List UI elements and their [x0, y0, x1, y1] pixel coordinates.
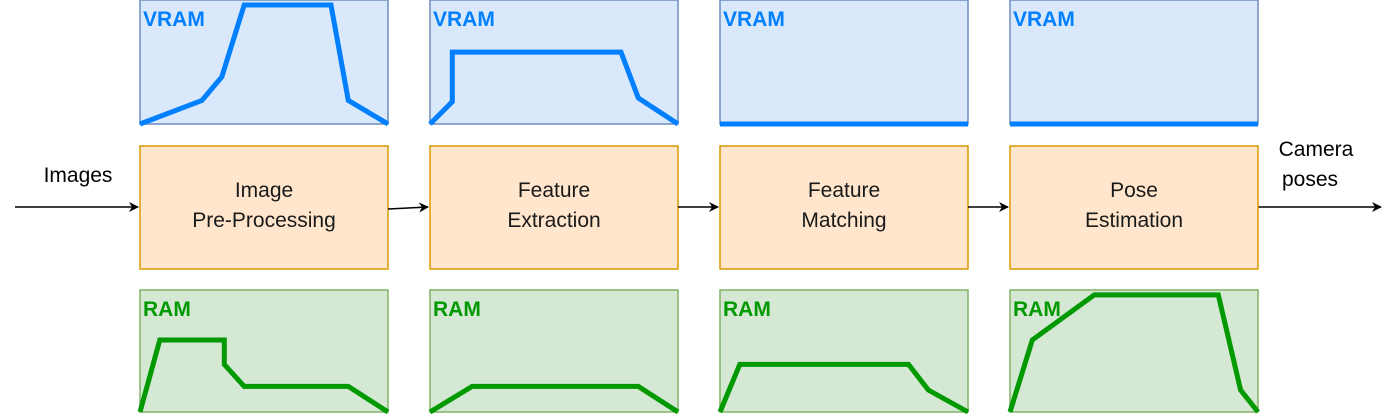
vram-label: VRAM [723, 8, 785, 31]
stage-label-line: Feature [518, 179, 590, 202]
stage-label-line: Estimation [1085, 209, 1183, 232]
vram-label: VRAM [1013, 8, 1075, 31]
vram-panel [139, 0, 389, 125]
vram-label: VRAM [433, 8, 495, 31]
vram-usage-line [139, 2, 390, 127]
stage-box [1009, 145, 1259, 270]
stage-connector-arrow [387, 202, 429, 213]
vram-usage-line [428, 49, 680, 127]
stage-label-line: Extraction [507, 209, 600, 232]
ram-label: RAM [433, 298, 481, 321]
ram-panel [139, 289, 389, 413]
stage-label-line: Image [235, 179, 293, 202]
stage-label-line: Feature [808, 179, 880, 202]
stage-box [429, 145, 679, 270]
stage-box [719, 145, 969, 270]
vram-panel [429, 0, 679, 125]
ram-usage-line [717, 361, 970, 415]
vram-panel [719, 0, 969, 125]
output-label-line-2: poses [1282, 168, 1338, 191]
stage-label-line: Pre-Processing [192, 209, 336, 232]
ram-label: RAM [723, 298, 771, 321]
ram-label: RAM [143, 298, 191, 321]
input-label: Images [44, 164, 113, 187]
ram-usage-line [428, 383, 680, 415]
stage-label-line: Matching [801, 209, 886, 232]
ram-usage-line [1007, 292, 1260, 414]
stage-label-line: Pose [1110, 179, 1158, 202]
ram-panel [1009, 289, 1259, 413]
ram-panel [429, 289, 679, 413]
stage-box [139, 145, 389, 270]
output-label-line-1: Camera [1279, 138, 1354, 161]
vram-label: VRAM [143, 8, 205, 31]
ram-usage-line [137, 337, 390, 415]
ram-label: RAM [1013, 298, 1061, 321]
